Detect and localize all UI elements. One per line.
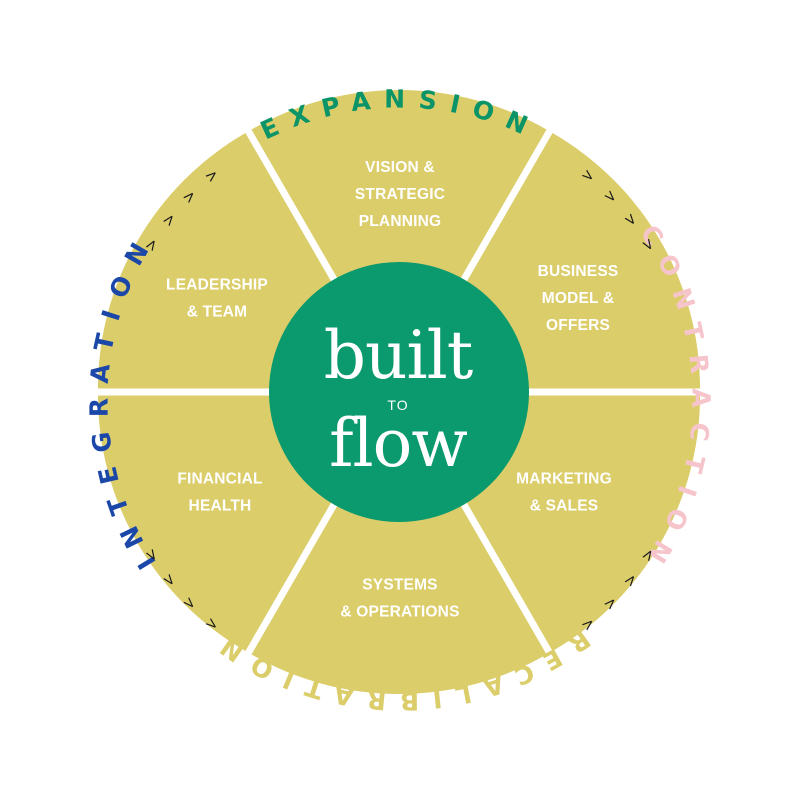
logo-word-built: built: [324, 317, 473, 394]
segment-label-line: & TEAM: [187, 304, 248, 321]
center-logo: built TO flow: [324, 317, 474, 482]
segment-label-line: STRATEGIC: [355, 186, 445, 203]
segment-label-marketing: MARKETING & SALES: [516, 471, 612, 515]
segment-label-line: BUSINESS: [538, 263, 619, 280]
segment-label-line: SYSTEMS: [362, 577, 437, 594]
segment-label-financial: FINANCIAL HEALTH: [177, 471, 262, 515]
segment-systems: [251, 399, 547, 694]
segment-label-line: & SALES: [530, 498, 599, 515]
logo-word-to: TO: [387, 397, 408, 413]
segment-label-line: FINANCIAL: [177, 471, 262, 488]
segment-label-line: MODEL &: [542, 290, 615, 307]
segment-label-line: OFFERS: [546, 317, 610, 334]
segment-label-line: VISION &: [365, 159, 435, 176]
segment-label-leadership: LEADERSHIP & TEAM: [166, 277, 268, 321]
center-logo-circle: [269, 262, 529, 522]
segment-label-line: PLANNING: [359, 213, 442, 230]
segment-label-line: LEADERSHIP: [166, 277, 268, 294]
segment-label-line: HEALTH: [189, 498, 252, 515]
segment-label-business-model: BUSINESS MODEL & OFFERS: [538, 263, 619, 334]
segment-vision: [251, 89, 547, 385]
segment-label-line: & OPERATIONS: [340, 604, 459, 621]
segment-label-vision: VISION & STRATEGIC PLANNING: [355, 159, 445, 230]
segment-label-systems: SYSTEMS & OPERATIONS: [340, 577, 459, 621]
segment-label-line: MARKETING: [516, 471, 612, 488]
logo-word-flow: flow: [329, 405, 467, 482]
